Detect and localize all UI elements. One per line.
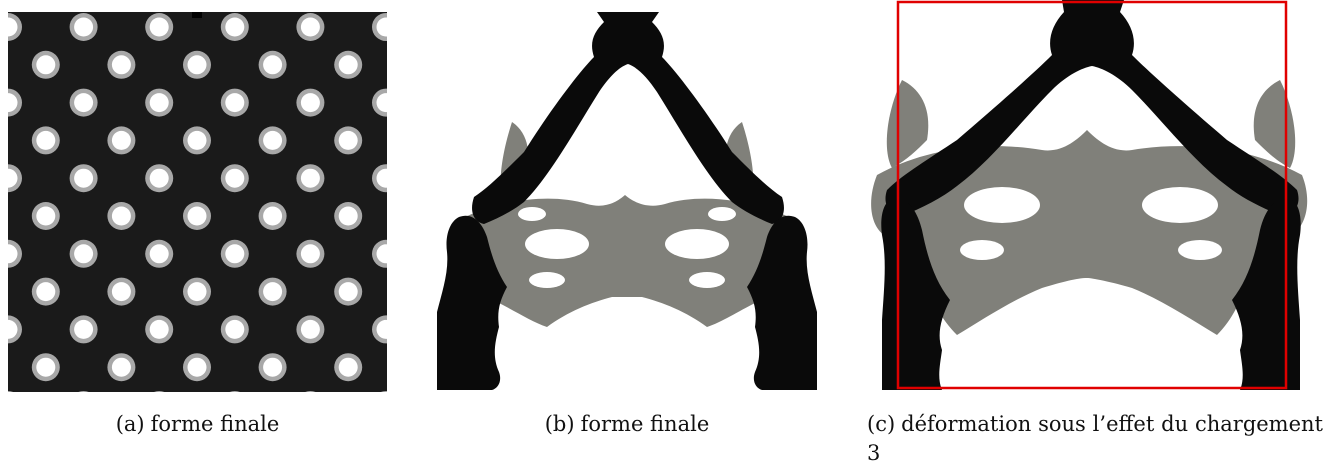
hole	[225, 93, 245, 113]
hole	[300, 93, 320, 113]
deformed-structure	[459, 122, 795, 327]
hole	[8, 168, 18, 188]
overlay-holes	[518, 207, 736, 288]
hole	[300, 319, 320, 339]
hole	[376, 319, 387, 339]
hole	[8, 319, 18, 339]
black-structure	[881, 0, 1301, 390]
hole	[338, 206, 358, 226]
hole	[111, 206, 131, 226]
hole-pattern	[8, 13, 387, 392]
caption-c-label: (c)	[867, 412, 896, 436]
hole	[376, 17, 387, 37]
hole	[225, 319, 245, 339]
caption-b: (b)forme finale	[437, 410, 817, 439]
hole	[111, 357, 131, 377]
hole	[263, 206, 283, 226]
hole	[187, 206, 207, 226]
caption-c-text: déformation sous l’effet du chargement 3	[867, 412, 1323, 465]
hole	[8, 17, 18, 37]
perforated-plate-graphic	[8, 12, 387, 392]
hole	[36, 55, 56, 75]
caption-b-text: forme finale	[580, 412, 710, 436]
hole	[225, 168, 245, 188]
hole-ring	[305, 391, 316, 392]
hole	[187, 357, 207, 377]
hole	[36, 357, 56, 377]
subfigure-c-image	[862, 0, 1320, 392]
hole	[187, 55, 207, 75]
hole-ring	[380, 391, 387, 392]
hole	[111, 130, 131, 150]
hole	[149, 93, 169, 113]
hole	[187, 130, 207, 150]
caption-c: (c)déformation sous l’effet du chargemen…	[867, 410, 1323, 468]
subfigure-a-image	[8, 12, 387, 392]
hole	[74, 17, 94, 37]
hole	[338, 282, 358, 302]
caption-b-label: (b)	[544, 412, 575, 436]
hole	[8, 244, 18, 264]
black-structure	[437, 12, 817, 390]
hole	[74, 244, 94, 264]
hole	[263, 357, 283, 377]
hole	[225, 244, 245, 264]
hole	[149, 168, 169, 188]
hole	[338, 130, 358, 150]
hole	[376, 244, 387, 264]
hole	[149, 319, 169, 339]
hole	[74, 168, 94, 188]
hole	[263, 282, 283, 302]
hole	[74, 319, 94, 339]
subfigure-b-image	[437, 12, 817, 392]
hole	[187, 282, 207, 302]
hole	[149, 17, 169, 37]
caption-a-label: (a)	[115, 412, 145, 436]
hole	[36, 206, 56, 226]
hole	[225, 17, 245, 37]
hole-ring	[229, 391, 240, 392]
hole	[338, 357, 358, 377]
hole	[149, 244, 169, 264]
hole	[36, 282, 56, 302]
hole-ring	[154, 391, 165, 392]
hole	[36, 130, 56, 150]
hole	[111, 282, 131, 302]
top-notch	[192, 12, 202, 18]
hole	[300, 17, 320, 37]
deformation-graphic	[871, 0, 1308, 390]
hole	[263, 130, 283, 150]
hole	[376, 168, 387, 188]
hole	[111, 55, 131, 75]
hole	[376, 93, 387, 113]
hole	[8, 93, 18, 113]
caption-a-text: forme finale	[150, 412, 280, 436]
hole-ring	[78, 391, 89, 392]
hole	[300, 168, 320, 188]
reference-frame	[896, 0, 1288, 390]
caption-a: (a)forme finale	[8, 410, 387, 439]
hole	[74, 93, 94, 113]
hole	[300, 244, 320, 264]
final-shape-graphic	[437, 12, 817, 390]
hole-ring	[8, 391, 14, 392]
hole	[338, 55, 358, 75]
hole	[263, 55, 283, 75]
